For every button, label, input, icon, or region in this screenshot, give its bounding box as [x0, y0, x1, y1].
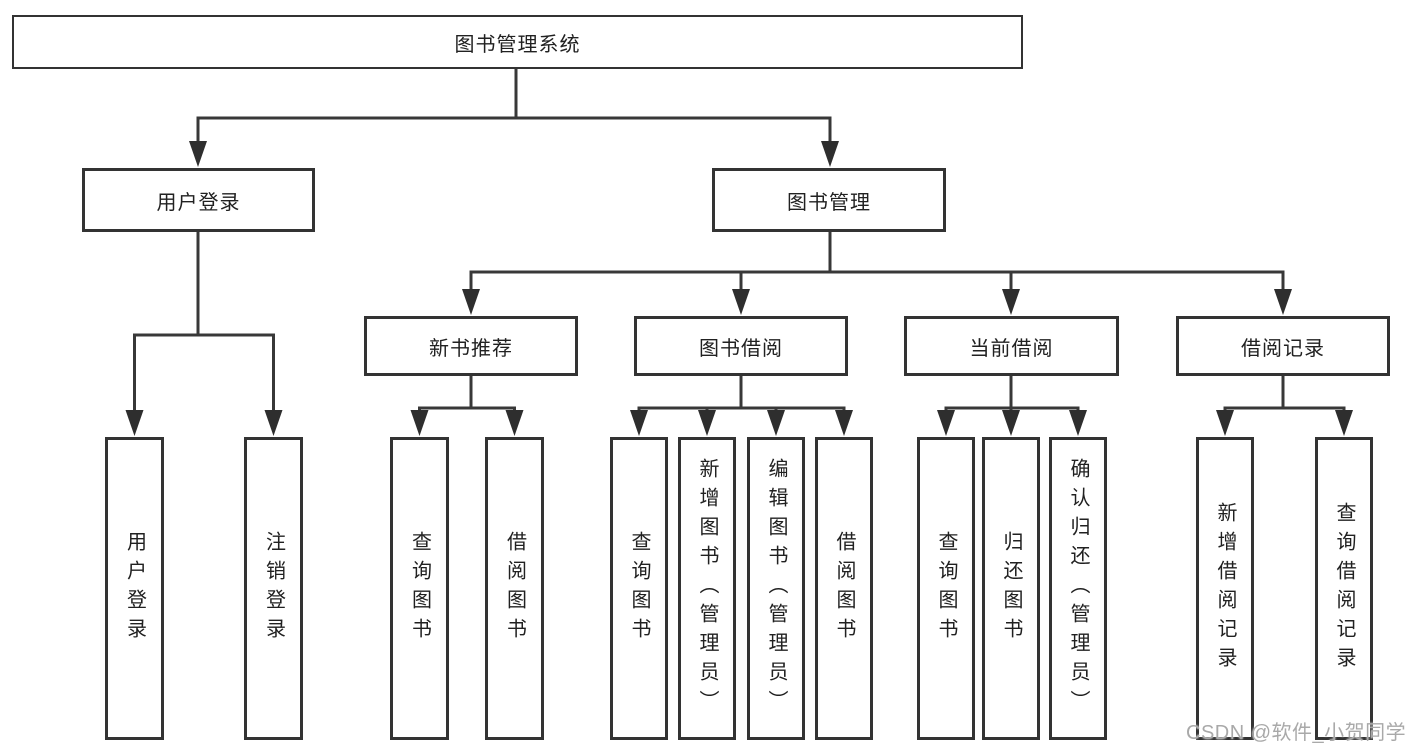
node-user-login-label: 用户登录 [156, 191, 241, 214]
arrowheads-down [125, 141, 1353, 436]
leaf-recommend-borrow-books-label: 借阅图书 [503, 530, 526, 647]
node-book-management-label: 图书管理 [787, 191, 871, 214]
leaf-add-books-admin: 新增图书（管理员） [678, 437, 736, 740]
leaf-query-borrow-record: 查询借阅记录 [1315, 437, 1373, 740]
leaf-borrowing-borrow-books-label: 借阅图书 [833, 530, 855, 647]
leaf-add-borrow-record: 新增借阅记录 [1196, 437, 1254, 740]
node-book-borrowing-label: 图书借阅 [699, 337, 783, 360]
leaf-user-login: 用户登录 [105, 437, 164, 740]
leaf-confirm-return-admin-label: 确认归还（管理员） [1067, 458, 1089, 719]
leaf-borrowing-query-books: 查询图书 [610, 437, 668, 740]
leaf-logout: 注销登录 [244, 437, 303, 740]
leaf-recommend-borrow-books: 借阅图书 [485, 437, 544, 740]
csdn-watermark: CSDN @软件_小贺同学 [1186, 722, 1405, 744]
leaf-current-query-books: 查询图书 [917, 437, 975, 740]
node-current-borrowing-label: 当前借阅 [969, 337, 1054, 360]
leaf-add-books-admin-label: 新增图书（管理员） [696, 458, 718, 719]
node-root: 图书管理系统 [12, 15, 1023, 69]
leaf-user-login-label: 用户登录 [123, 530, 146, 647]
node-user-login: 用户登录 [82, 168, 315, 232]
leaf-return-books-label: 归还图书 [1000, 530, 1022, 647]
leaf-add-borrow-record-label: 新增借阅记录 [1214, 501, 1236, 676]
leaf-borrowing-borrow-books: 借阅图书 [815, 437, 873, 740]
leaf-recommend-query-books: 查询图书 [390, 437, 449, 740]
leaf-current-query-books-label: 查询图书 [935, 530, 957, 647]
leaf-query-borrow-record-label: 查询借阅记录 [1333, 501, 1355, 676]
node-book-management: 图书管理 [712, 168, 946, 232]
leaf-confirm-return-admin: 确认归还（管理员） [1049, 437, 1107, 740]
node-borrow-records: 借阅记录 [1176, 316, 1390, 376]
node-borrow-records-label: 借阅记录 [1241, 337, 1325, 360]
leaf-return-books: 归还图书 [982, 437, 1040, 740]
leaf-edit-books-admin: 编辑图书（管理员） [747, 437, 805, 740]
leaf-edit-books-admin-label: 编辑图书（管理员） [765, 458, 787, 719]
node-current-borrowing: 当前借阅 [904, 316, 1119, 376]
node-new-book-recommend: 新书推荐 [364, 316, 578, 376]
leaf-logout-label: 注销登录 [262, 530, 285, 647]
leaf-borrowing-query-books-label: 查询图书 [628, 530, 650, 647]
leaf-recommend-query-books-label: 查询图书 [408, 530, 431, 647]
node-book-borrowing: 图书借阅 [634, 316, 848, 376]
node-root-label: 图书管理系统 [454, 33, 581, 56]
node-new-book-recommend-label: 新书推荐 [429, 337, 513, 360]
